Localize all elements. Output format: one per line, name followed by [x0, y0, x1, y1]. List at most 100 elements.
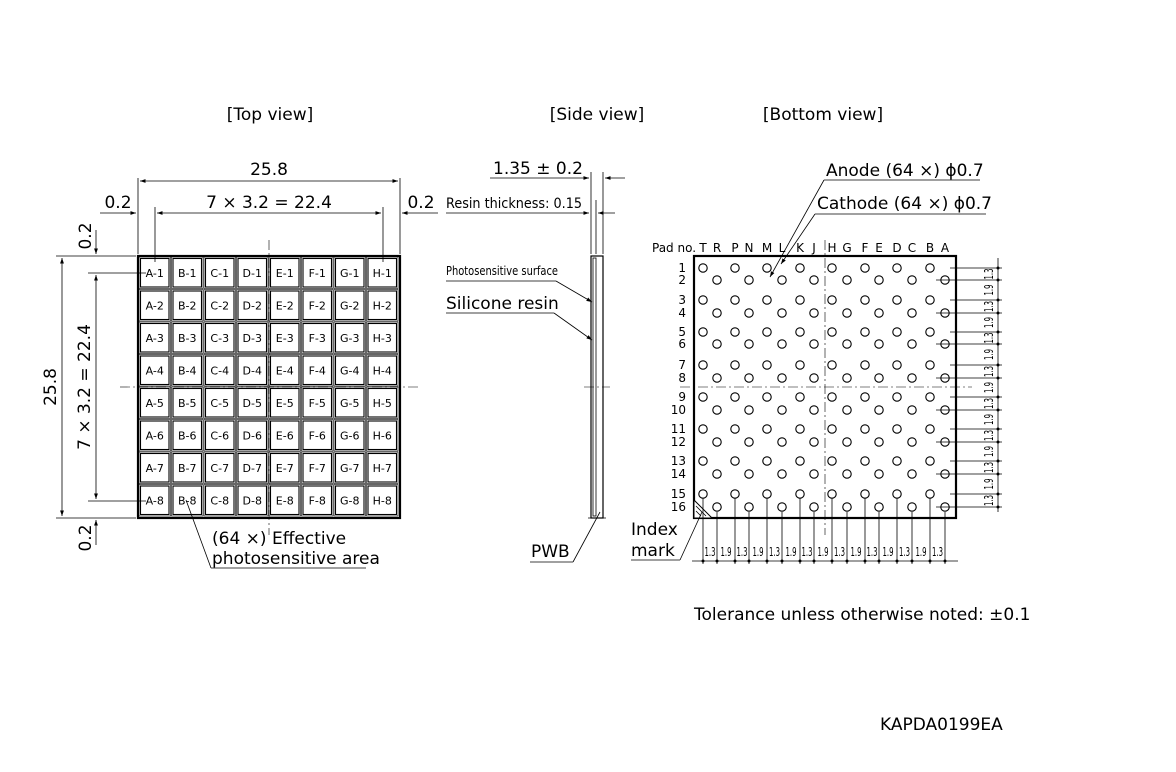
element-cell-label: C-5 — [210, 397, 229, 410]
pitch-dim-tick — [996, 408, 1000, 412]
pitch-value-v: 1.3 — [982, 495, 996, 506]
pitch-dim-tick — [996, 459, 1000, 463]
element-cell-label: C-8 — [210, 494, 229, 507]
element-cell-label: F-8 — [309, 494, 326, 507]
drawing-code: KAPDA0199EA — [880, 715, 1003, 735]
dim-width-label: 25.8 — [250, 160, 288, 180]
element-cell — [302, 452, 333, 483]
pitch-dim-tick — [996, 427, 1000, 431]
element-cell-border — [301, 451, 334, 484]
element-cell — [367, 322, 398, 353]
element-cell-border — [236, 354, 269, 387]
pad — [925, 360, 935, 370]
element-cell-label: E-6 — [276, 429, 294, 442]
side-view-title: [Side view] — [550, 105, 645, 125]
pad — [795, 392, 805, 402]
pad — [762, 295, 772, 305]
element-cell-border — [236, 289, 269, 322]
pad-row-label: 10 — [671, 403, 686, 417]
pad — [874, 469, 884, 479]
element-cell-label: E-7 — [276, 462, 294, 475]
dim-thickness-label: 1.35 ± 0.2 — [493, 159, 583, 179]
element-cell-border — [171, 256, 204, 289]
element-cell-border — [203, 321, 236, 354]
pad — [925, 456, 935, 466]
pad — [762, 392, 772, 402]
pad — [762, 327, 772, 337]
pad — [907, 373, 917, 383]
dim-margin-right-label: 0.2 — [407, 193, 434, 213]
effective-area-label-1: (64 ×) Effective — [212, 529, 346, 549]
element-cell-label: H-8 — [373, 494, 392, 507]
pad-column-label: M — [762, 241, 772, 255]
pitch-value-h: 1.9 — [786, 545, 797, 559]
element-cell-label: E-1 — [276, 267, 294, 280]
element-cell — [269, 257, 300, 288]
element-cell-label: A-3 — [146, 332, 164, 345]
dim-margin-bottom-label: 0.2 — [76, 524, 96, 551]
pitch-dim-tick — [996, 311, 1000, 315]
effective-area-leader — [185, 499, 212, 569]
pitch-value-v: 1.3 — [982, 301, 996, 312]
pad — [892, 489, 902, 499]
element-cell-border — [333, 321, 366, 354]
pad — [762, 360, 772, 370]
element-cell-label: H-2 — [373, 299, 392, 312]
element-cell-border — [268, 354, 301, 387]
element-cell-border — [366, 354, 399, 387]
element-cell-border — [268, 484, 301, 517]
element-cell-border — [171, 289, 204, 322]
pad — [842, 437, 852, 447]
element-cell-border — [268, 386, 301, 419]
element-cell — [269, 452, 300, 483]
element-cell-label: D-4 — [243, 364, 262, 377]
pad — [827, 392, 837, 402]
pad — [892, 327, 902, 337]
element-cell-label: H-1 — [373, 267, 392, 280]
element-cell-label: H-4 — [373, 364, 392, 377]
element-cell-label: G-2 — [340, 299, 360, 312]
pad — [892, 456, 902, 466]
pad-row-label: 14 — [671, 467, 686, 481]
pad-row-label: 13 — [671, 454, 686, 468]
anode-label: Anode (64 ×) ϕ0.7 — [826, 161, 984, 181]
element-cell — [367, 355, 398, 386]
element-cell — [237, 452, 268, 483]
element-cell — [334, 322, 365, 353]
element-cell — [204, 452, 235, 483]
element-cell-label: D-3 — [243, 332, 262, 345]
anode-leader — [769, 179, 825, 278]
pad — [744, 469, 754, 479]
element-cell — [172, 387, 203, 418]
element-cell — [139, 322, 170, 353]
element-cell-border — [236, 419, 269, 452]
element-cell-border — [138, 386, 171, 419]
pad — [795, 295, 805, 305]
pitch-dim-tick — [996, 505, 1000, 509]
pitch-value-h: 1.9 — [721, 545, 732, 559]
pad-array — [698, 263, 950, 512]
pitch-value-v: 1.3 — [982, 269, 996, 280]
pad — [730, 424, 740, 434]
element-cell — [237, 257, 268, 288]
pitch-value-h: 1.9 — [851, 545, 862, 559]
pitch-dim-tick — [845, 559, 849, 563]
pitch-dim-tick — [701, 559, 705, 563]
element-cell-label: F-3 — [309, 332, 326, 345]
pitch-value-v: 1.3 — [982, 366, 996, 377]
element-cell-border — [203, 256, 236, 289]
pad — [827, 456, 837, 466]
pad — [907, 502, 917, 512]
element-cell-label: E-4 — [276, 364, 294, 377]
element-cell — [367, 290, 398, 321]
pad — [795, 327, 805, 337]
pitch-value-v: 1.9 — [982, 317, 996, 328]
element-cell-label: G-3 — [340, 332, 360, 345]
pad — [795, 424, 805, 434]
element-cell — [139, 485, 170, 516]
element-cell-border — [301, 289, 334, 322]
pad — [762, 263, 772, 273]
pad — [842, 308, 852, 318]
